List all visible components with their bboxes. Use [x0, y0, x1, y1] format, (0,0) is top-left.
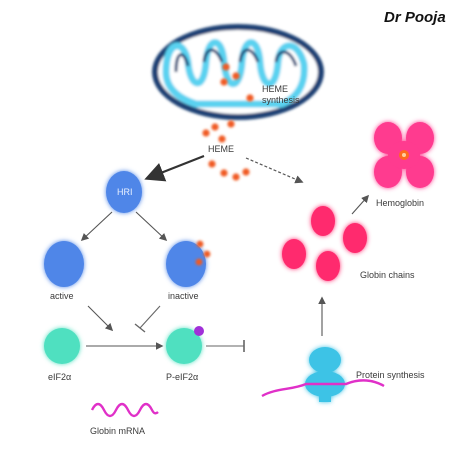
- active-label: active: [50, 291, 74, 301]
- p-eif2a-label: P-eIF2α: [166, 372, 198, 382]
- globin-mrna-icon: [90, 402, 159, 418]
- active-hri-node: [44, 241, 84, 287]
- phosphate-group: [194, 326, 204, 336]
- eif2a-label: eIF2α: [48, 372, 71, 382]
- ribosome-icon: [305, 347, 345, 402]
- inactive-hri-node: [166, 241, 206, 287]
- arrow-heme-to-globin: [245, 157, 304, 184]
- hri-label: HRI: [117, 187, 133, 197]
- heme-label: HEME: [208, 144, 234, 154]
- inhibit-inactive-bar: [134, 323, 146, 333]
- watermark-text: Dr Pooja: [384, 9, 446, 26]
- inhibit-inactive: [139, 305, 161, 329]
- arrow-heme-to-hri: [144, 154, 205, 182]
- protein-synthesis-label: Protein synthesis: [356, 370, 425, 380]
- mrna-strand-icon: [261, 379, 385, 398]
- heme-dots-mito: [220, 63, 254, 102]
- heme-dots-inactive: [195, 240, 211, 266]
- eif2a-node: [44, 328, 80, 364]
- inactive-label: inactive: [168, 291, 199, 301]
- mitochondrion-icon: [152, 24, 324, 120]
- globin-chains-label: Globin chains: [360, 270, 415, 280]
- arrow-hri-to-active: [80, 211, 113, 242]
- p-eif2a-node: [166, 328, 202, 364]
- arrow-globin-to-hemoglobin: [351, 194, 370, 215]
- arrow-active-to-p-eif2a: [87, 305, 114, 332]
- heme-core-icon: [399, 150, 409, 160]
- heme-dots-released: [202, 120, 250, 181]
- globin-chains-icon: [282, 206, 367, 281]
- heme-synthesis-label-line1: HEME: [262, 84, 288, 94]
- hri-node: [106, 171, 142, 213]
- hemoglobin-label: Hemoglobin: [376, 198, 424, 208]
- heme-synthesis-label-line2: synthesis: [262, 95, 300, 105]
- hemoglobin-icon: [374, 122, 434, 188]
- globin-mrna-label: Globin mRNA: [90, 426, 145, 436]
- arrow-hri-to-inactive: [135, 211, 168, 242]
